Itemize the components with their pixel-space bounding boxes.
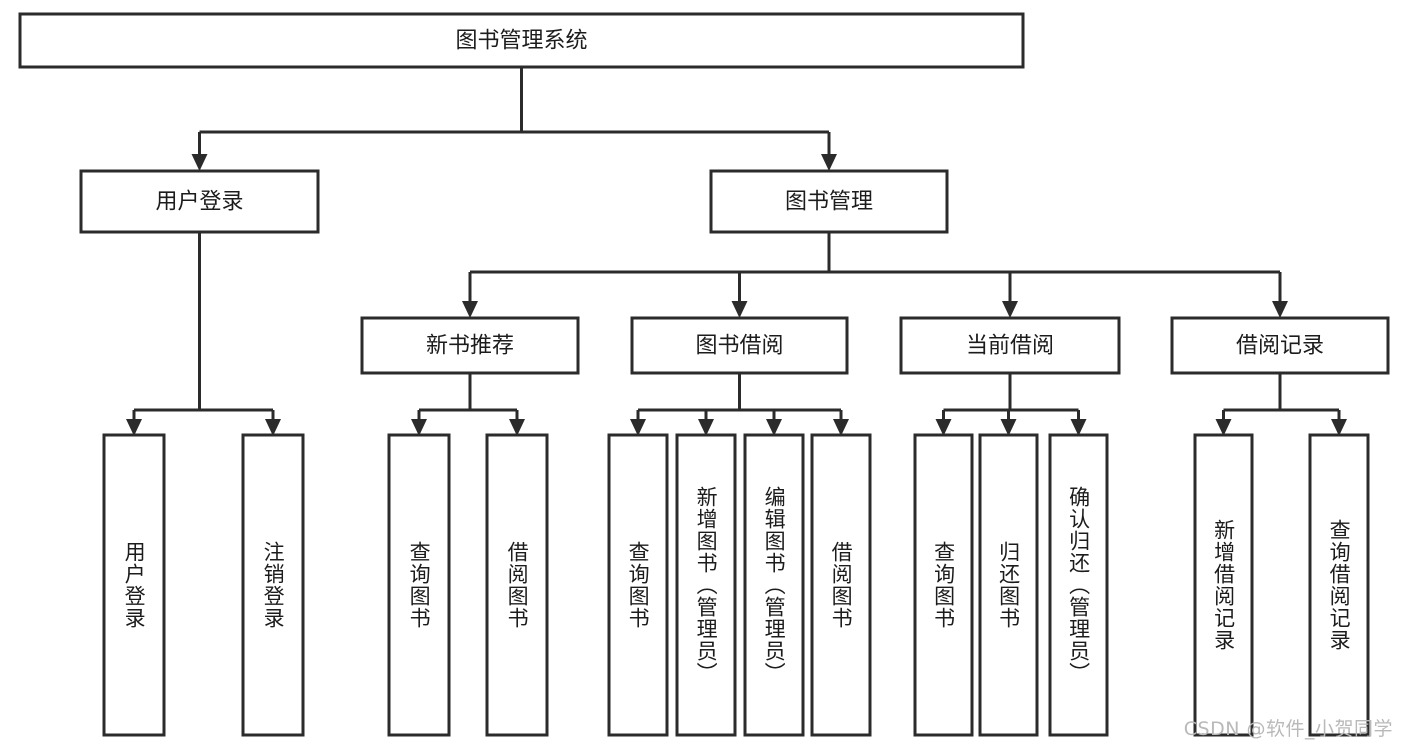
node-label: 当前借阅 — [966, 334, 1054, 359]
node-leaf-label: 借阅图书 — [505, 541, 530, 629]
node-leaf-label: 查询图书 — [931, 541, 956, 629]
node-leaf-label: 查询借阅记录 — [1327, 519, 1352, 651]
node-box[interactable] — [360, 316, 580, 375]
node-leaf-label: 注销登录 — [261, 541, 286, 629]
arrow-head-icon — [833, 419, 849, 436]
node-leaf-box-0[interactable] — [102, 433, 166, 737]
node-box[interactable] — [18, 12, 1025, 69]
node-leaf-label: 确认归还（管理员） — [1066, 486, 1091, 684]
node-leaf-label: 借阅图书 — [829, 541, 854, 629]
arrow-head-icon — [462, 301, 478, 318]
arrow-head-icon — [509, 419, 525, 436]
node-leaf-0[interactable]: 用户登录 — [104, 435, 164, 735]
node-box[interactable] — [630, 316, 849, 375]
node-leaf-label: 新增借阅记录 — [1211, 519, 1236, 651]
arrow-head-icon — [1002, 301, 1018, 318]
node-leaf-label: 新增图书（管理员） — [694, 486, 719, 684]
node-level3-2[interactable]: 当前借阅 — [899, 316, 1121, 375]
node-leaf-box-5[interactable] — [675, 433, 737, 737]
node-leaf-box-2[interactable] — [387, 433, 451, 737]
node-label: 图书管理 — [785, 190, 873, 215]
node-leaf-7[interactable]: 借阅图书 — [812, 435, 870, 735]
node-leaf-11[interactable]: 新增借阅记录 — [1195, 435, 1252, 735]
node-box[interactable] — [709, 169, 949, 234]
arrow-head-icon — [821, 154, 837, 171]
node-level3-0[interactable]: 新书推荐 — [360, 316, 580, 375]
arrow-head-icon — [1215, 419, 1232, 436]
node-leaf-label: 编辑图书（管理员） — [762, 486, 787, 684]
node-leaf-12[interactable]: 查询借阅记录 — [1310, 435, 1368, 735]
node-leaf-box-3[interactable] — [485, 433, 549, 737]
arrow-head-icon — [1070, 419, 1087, 436]
arrow-head-icon — [766, 419, 782, 436]
node-level3-3[interactable]: 借阅记录 — [1170, 316, 1390, 375]
node-leaf-4[interactable]: 查询图书 — [609, 435, 667, 735]
arrow-head-icon — [411, 419, 427, 436]
node-box[interactable] — [899, 316, 1121, 375]
node-label: 图书借阅 — [695, 334, 783, 359]
node-leaf-box-12[interactable] — [1308, 433, 1370, 737]
node-root[interactable]: 图书管理系统 — [18, 12, 1025, 69]
node-box[interactable] — [79, 169, 320, 234]
node-leaf-box-1[interactable] — [241, 433, 305, 737]
arrow-head-icon — [1331, 419, 1347, 436]
arrow-head-icon — [935, 419, 952, 436]
node-leaf-10[interactable]: 确认归还（管理员） — [1050, 435, 1107, 735]
node-leaf-8[interactable]: 查询图书 — [915, 435, 972, 735]
node-leaf-label: 用户登录 — [122, 541, 147, 629]
node-label: 用户登录 — [155, 190, 243, 215]
node-level3-1[interactable]: 图书借阅 — [630, 316, 849, 375]
node-leaf-5[interactable]: 新增图书（管理员） — [677, 435, 735, 735]
node-level2-0[interactable]: 用户登录 — [79, 169, 320, 234]
node-leaf-box-8[interactable] — [913, 433, 974, 737]
arrow-head-icon — [126, 419, 142, 436]
arrow-head-icon — [731, 301, 748, 318]
node-leaf-box-6[interactable] — [743, 433, 805, 737]
arrow-head-icon — [1000, 419, 1017, 436]
connector-edges — [126, 67, 1347, 436]
node-leaf-box-7[interactable] — [810, 433, 872, 737]
node-leaf-label: 查询图书 — [407, 541, 432, 629]
node-label: 借阅记录 — [1236, 334, 1324, 359]
node-leaf-6[interactable]: 编辑图书（管理员） — [745, 435, 803, 735]
node-leaf-box-11[interactable] — [1193, 433, 1254, 737]
arrow-head-icon — [191, 154, 208, 171]
arrow-head-icon — [265, 419, 281, 436]
node-leaf-3[interactable]: 借阅图书 — [487, 435, 547, 735]
node-label: 图书管理系统 — [455, 29, 587, 54]
node-leaf-9[interactable]: 归还图书 — [980, 435, 1037, 735]
arrow-head-icon — [698, 419, 714, 436]
node-box[interactable] — [1170, 316, 1390, 375]
arrow-head-icon — [630, 419, 646, 436]
node-leaf-1[interactable]: 注销登录 — [243, 435, 303, 735]
arrow-head-icon — [1272, 301, 1288, 318]
node-leaf-box-9[interactable] — [978, 433, 1039, 737]
node-label: 新书推荐 — [426, 334, 514, 359]
node-level2-1[interactable]: 图书管理 — [709, 169, 949, 234]
node-leaf-box-4[interactable] — [607, 433, 669, 737]
node-leaf-2[interactable]: 查询图书 — [389, 435, 449, 735]
node-leaf-box-10[interactable] — [1048, 433, 1109, 737]
node-leaf-label: 归还图书 — [996, 541, 1021, 629]
node-leaf-label: 查询图书 — [626, 541, 651, 629]
